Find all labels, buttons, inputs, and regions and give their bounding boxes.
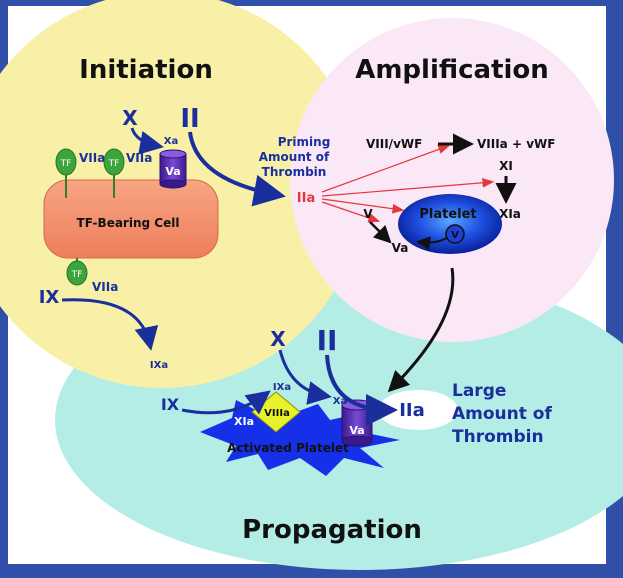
tf-bearing-cell bbox=[43, 179, 219, 259]
tf-bearing-cell-label: TF-Bearing Cell bbox=[77, 216, 180, 230]
xia-propagation: XIa bbox=[234, 415, 254, 428]
priming-line-3: Thrombin bbox=[262, 165, 327, 179]
arrow-ix-to-ixa bbox=[61, 298, 159, 351]
iia-amplification: IIa bbox=[297, 191, 315, 206]
initiation-title: Initiation bbox=[79, 55, 213, 85]
propagation-title: Propagation bbox=[242, 515, 422, 545]
priming-line-1: Priming bbox=[278, 135, 331, 149]
tf-receptor-3: TF bbox=[66, 258, 88, 286]
red-arrow-to-viii bbox=[321, 144, 451, 193]
tf-receptor-2-label: TF bbox=[108, 159, 120, 169]
xa-initiation: Xa bbox=[164, 136, 178, 147]
arrow-x-to-xa bbox=[130, 127, 164, 155]
red-arrow-to-v bbox=[321, 201, 381, 223]
iia-propagation: IIa bbox=[399, 400, 425, 421]
va-cylinder-initiation: Va bbox=[159, 149, 187, 189]
priming-line-2: Amount of bbox=[259, 150, 330, 164]
iia-bubble bbox=[378, 390, 458, 430]
factor-x-initiation: X bbox=[122, 106, 138, 130]
red-arrow-to-platelet bbox=[321, 198, 405, 214]
factor-ii-propagation: II bbox=[317, 324, 338, 357]
viia-label-2: VIIa bbox=[126, 151, 152, 165]
platelet-v-circle bbox=[445, 224, 465, 244]
viiia-label: VIIIa bbox=[264, 408, 290, 419]
tf-receptor-1: TF bbox=[55, 148, 77, 198]
factor-ix-propagation: IX bbox=[161, 395, 180, 414]
red-arrow-to-xi bbox=[321, 178, 495, 197]
viiia-vwf-label: VIIIa + vWF bbox=[477, 137, 555, 151]
ixa-propagation: IXa bbox=[273, 382, 291, 393]
tf-receptor-2: TF bbox=[103, 148, 125, 198]
arrow-v-to-va bbox=[369, 221, 392, 244]
arrow-x-to-xa-propagation bbox=[278, 349, 332, 405]
large-thrombin-line-2: Amount of bbox=[452, 404, 552, 424]
tf-receptor-3-label: TF bbox=[71, 270, 83, 280]
activated-platelet-label: Activated Platelet bbox=[227, 441, 349, 455]
va-propagation-label: Va bbox=[349, 424, 364, 437]
factor-ix-initiation: IX bbox=[39, 287, 60, 308]
large-thrombin-line-1: Large bbox=[452, 381, 506, 401]
factor-ii-initiation: II bbox=[180, 104, 199, 134]
viii-vwf-label: VIII/vWF bbox=[366, 137, 422, 151]
amplification-region bbox=[290, 18, 614, 342]
large-thrombin-line-3: Thrombin bbox=[452, 427, 544, 447]
xa-propagation: Xa bbox=[333, 396, 347, 407]
platelet bbox=[398, 194, 502, 254]
factor-x-propagation: X bbox=[270, 327, 286, 351]
xi-label: XI bbox=[499, 159, 513, 173]
arrow-platelet-v-to-va bbox=[416, 236, 448, 251]
arrow-ii-to-iia-propagation bbox=[325, 354, 398, 426]
v-label: V bbox=[363, 207, 373, 221]
va-initiation-label: Va bbox=[165, 165, 180, 178]
arrow-ix-to-ixa-propagation bbox=[181, 390, 271, 415]
tf-receptor-1-label: TF bbox=[60, 159, 72, 169]
viia-label-3: VIIa bbox=[92, 280, 118, 294]
va-cylinder-propagation: Va bbox=[341, 399, 373, 447]
arrow-ii-to-iia bbox=[188, 131, 286, 207]
viia-label-1: VIIa bbox=[79, 151, 105, 165]
platelet-label: Platelet bbox=[419, 207, 476, 222]
amplification-title: Amplification bbox=[355, 55, 549, 85]
xia-amplification-label: XIa bbox=[499, 207, 521, 221]
va-amplification-label: Va bbox=[392, 241, 409, 255]
arrow-amplification-to-propagation bbox=[387, 267, 455, 393]
ixa-initiation: IXa bbox=[150, 360, 168, 371]
platelet-v-label: V bbox=[451, 230, 459, 241]
